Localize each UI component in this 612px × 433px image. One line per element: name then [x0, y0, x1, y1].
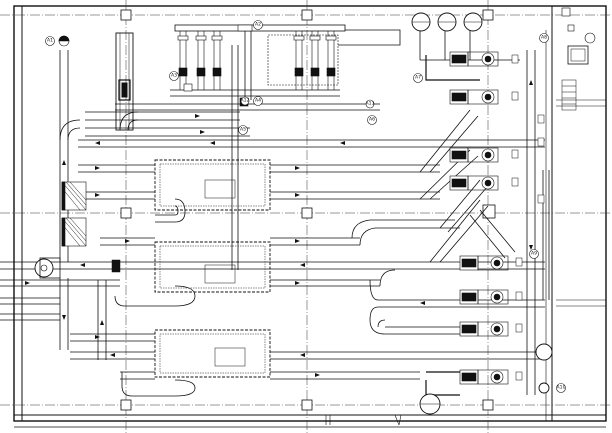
left-vertical-duct: [115, 32, 134, 131]
structural-columns: [120, 9, 496, 411]
tag-a7-label: A7: [415, 75, 421, 81]
tag-a8-label: A8: [541, 35, 547, 41]
tag-a4-label: A4: [255, 98, 261, 104]
flow-arrows: [25, 80, 533, 377]
tag-a10-label: A10: [557, 385, 566, 391]
tank-upper: [154, 159, 271, 211]
pump-unit-8: [459, 369, 509, 385]
tag-callouts: A1 A2 A3 A4 A5 A6 A7 A8: [45, 20, 566, 393]
tag-a5-label: A5: [240, 127, 246, 133]
pump-unit-3: [449, 147, 499, 163]
tag-a10: A10: [556, 383, 566, 393]
tag-a9-label: A9: [531, 251, 537, 257]
tag-a1: A1: [45, 35, 70, 47]
tag-a12: A12: [241, 96, 250, 106]
tag-a1-label: A1: [47, 38, 53, 44]
equipment-tanks: [154, 159, 271, 378]
pipe-elbows: [59, 111, 460, 397]
diagonal-pipes: [419, 109, 516, 263]
pump-unit-7: [459, 321, 509, 337]
tag-a8: A8: [539, 33, 549, 43]
tag-a2-label: A2: [255, 22, 261, 28]
tag-a4: A4: [253, 96, 263, 106]
main-pipe-runs: [0, 103, 545, 380]
tag-a9: A9: [529, 249, 539, 259]
round-vessels: [34, 7, 596, 415]
tag-a6-label: A6: [369, 117, 375, 123]
tag-a5: A5: [238, 125, 248, 135]
tag-a11-label: A11: [366, 101, 375, 107]
bottom-door: [325, 414, 402, 426]
tag-a11: A11: [366, 99, 375, 109]
pump-unit-4: [449, 175, 499, 191]
tag-a3-label: A3: [171, 73, 177, 79]
pump-units: [449, 51, 509, 385]
tag-a7: A7: [413, 73, 423, 83]
heat-exchangers: [61, 181, 87, 247]
top-manifold: [170, 24, 401, 97]
tag-a2: A2: [253, 20, 263, 30]
check-valves: [511, 54, 545, 381]
tank-middle: [154, 241, 271, 293]
manifold-valves: [177, 24, 337, 107]
pump-unit-6: [459, 289, 509, 305]
stairs: [561, 79, 577, 111]
tank-lower: [154, 329, 271, 378]
middle-vertical-pipes: [231, 28, 252, 270]
pump-unit-5: [459, 255, 509, 271]
tag-a6: A6: [367, 115, 377, 125]
tag-a12-label: A12: [241, 98, 250, 104]
pump-unit-2: [449, 89, 499, 105]
tag-a3: A3: [169, 71, 179, 81]
pump-unit-1: [449, 51, 499, 67]
